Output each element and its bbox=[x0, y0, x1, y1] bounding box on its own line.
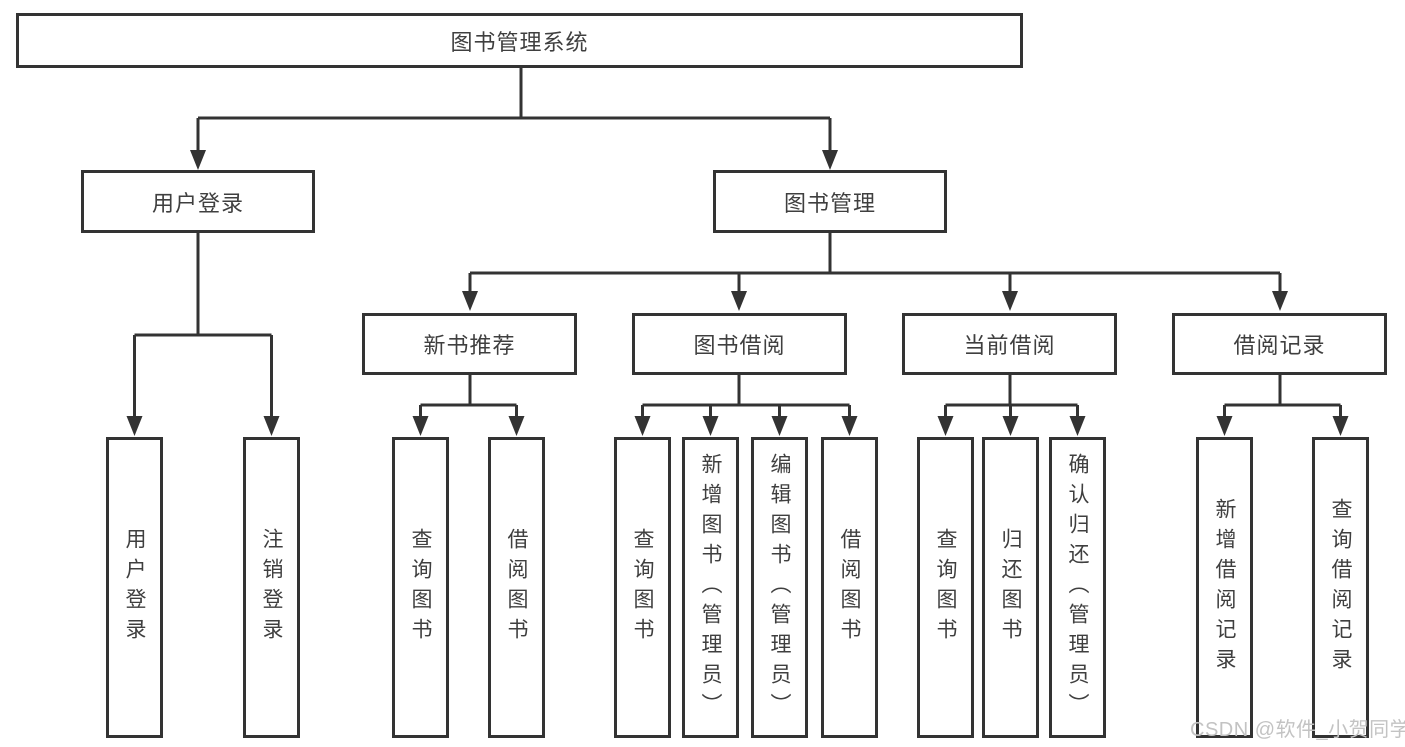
arrowhead bbox=[1216, 416, 1233, 436]
arrowhead bbox=[263, 416, 280, 436]
leaf-query-books-recommend: 查询图书 bbox=[392, 437, 449, 738]
leaf-logout: 注销登录 bbox=[243, 437, 300, 738]
connector-user-login-group bbox=[133, 233, 273, 418]
leaf-confirm-return-admin: 确认归还（管理员） bbox=[1049, 437, 1106, 738]
arrowhead bbox=[1272, 291, 1288, 311]
connector-borrow-group bbox=[641, 375, 851, 418]
leaf-add-borrow-record: 新增借阅记录 bbox=[1196, 437, 1253, 738]
node-label: 用户登录 bbox=[151, 190, 244, 216]
node-borrow-records: 借阅记录 bbox=[1172, 313, 1387, 375]
node-label: 借阅记录 bbox=[1233, 333, 1326, 358]
leaf-query-books-current: 查询图书 bbox=[917, 437, 974, 738]
arrowhead bbox=[508, 416, 525, 436]
arrowhead bbox=[634, 416, 651, 436]
node-root: 图书管理系统 bbox=[16, 13, 1023, 68]
connector-recommend-group bbox=[419, 375, 518, 418]
leaf-query-borrow-record: 查询借阅记录 bbox=[1312, 437, 1369, 738]
leaf-borrow-books: 借阅图书 bbox=[821, 437, 878, 738]
node-label: 归还图书 bbox=[999, 527, 1022, 648]
node-label: 注销登录 bbox=[260, 527, 283, 648]
node-label: 查询借阅记录 bbox=[1329, 497, 1352, 678]
node-label: 查询图书 bbox=[934, 527, 957, 648]
node-label: 当前借阅 bbox=[963, 333, 1056, 358]
leaf-return-book: 归还图书 bbox=[982, 437, 1039, 738]
node-label: 新增借阅记录 bbox=[1213, 497, 1236, 678]
node-label: 图书管理 bbox=[783, 190, 876, 216]
node-user-login: 用户登录 bbox=[81, 170, 315, 233]
node-label: 图书借阅 bbox=[693, 333, 786, 358]
node-label: 查询图书 bbox=[409, 527, 432, 648]
connector-current-group bbox=[944, 375, 1079, 418]
arrowhead bbox=[1332, 416, 1349, 436]
arrowhead bbox=[771, 416, 788, 436]
connector-book-management-to-level3 bbox=[468, 233, 1282, 294]
node-label: 确认归还（管理员） bbox=[1066, 452, 1089, 723]
node-label: 图书管理系统 bbox=[450, 29, 589, 55]
leaf-edit-book-admin: 编辑图书（管理员） bbox=[751, 437, 808, 738]
node-book-management: 图书管理 bbox=[713, 170, 947, 233]
arrowhead bbox=[702, 416, 719, 436]
leaf-borrow-books-recommend: 借阅图书 bbox=[488, 437, 545, 738]
node-label: 用户登录 bbox=[123, 527, 146, 648]
node-label: 借阅图书 bbox=[505, 527, 528, 648]
arrowhead bbox=[462, 291, 478, 311]
arrowhead bbox=[1002, 416, 1019, 436]
node-book-borrow: 图书借阅 bbox=[632, 313, 847, 375]
node-label: 借阅图书 bbox=[838, 527, 861, 648]
arrowhead bbox=[1069, 416, 1086, 436]
connector-records-group bbox=[1223, 375, 1342, 418]
arrowhead bbox=[841, 416, 858, 436]
arrowhead bbox=[126, 416, 143, 436]
watermark: CSDN @软件_小贺同学 bbox=[1190, 719, 1405, 741]
arrowhead bbox=[412, 416, 429, 436]
arrowhead bbox=[937, 416, 954, 436]
node-new-book-recommend: 新书推荐 bbox=[362, 313, 577, 375]
arrowhead bbox=[822, 150, 838, 170]
arrowhead bbox=[731, 291, 747, 311]
connector-root-to-level2 bbox=[196, 68, 832, 152]
node-label: 新书推荐 bbox=[423, 333, 516, 358]
leaf-user-login: 用户登录 bbox=[106, 437, 163, 738]
node-label: 编辑图书（管理员） bbox=[768, 452, 791, 723]
node-current-borrow: 当前借阅 bbox=[902, 313, 1117, 375]
node-label: 新增图书（管理员） bbox=[699, 452, 722, 723]
arrowhead bbox=[190, 150, 206, 170]
node-label: 查询图书 bbox=[631, 527, 654, 648]
arrowhead bbox=[1002, 291, 1018, 311]
leaf-add-book-admin: 新增图书（管理员） bbox=[682, 437, 739, 738]
leaf-query-books-borrow: 查询图书 bbox=[614, 437, 671, 738]
